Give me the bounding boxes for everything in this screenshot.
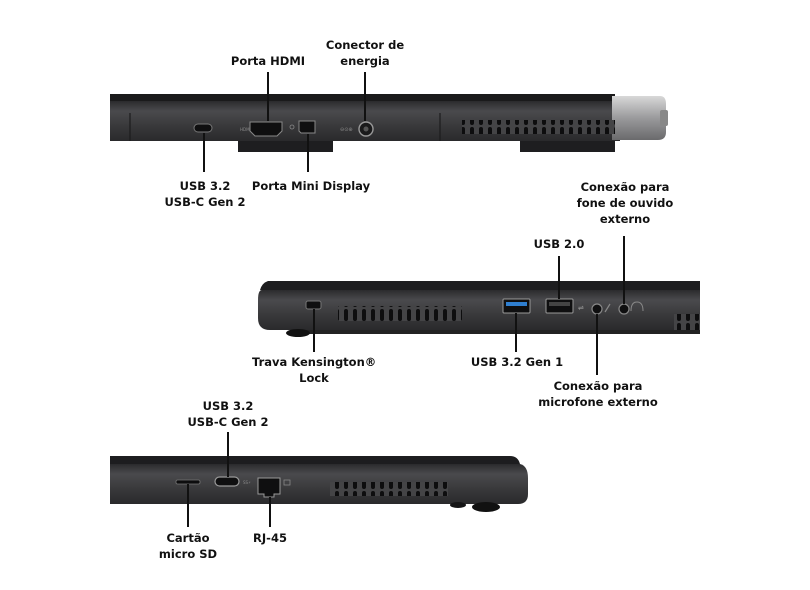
- svg-text:HDMI: HDMI: [240, 127, 251, 132]
- usbc-port: [193, 123, 213, 133]
- svg-text:SS⚡: SS⚡: [243, 480, 251, 485]
- laptop-right-side-view: ⇌: [258, 236, 700, 375]
- svg-text:⇌: ⇌: [578, 304, 584, 312]
- label-hdmi: Porta HDMI: [230, 54, 306, 68]
- rj45-port: [257, 477, 281, 498]
- label-usb20: USB 2.0: [533, 237, 585, 251]
- laptop-left-side-view: SS⚡: [110, 432, 528, 527]
- label-usb32-gen1: USB 3.2 Gen 1: [470, 355, 564, 369]
- hdmi-port: [249, 121, 283, 137]
- label-kensington: Trava Kensington®Lock: [252, 355, 377, 385]
- mic-jack: [591, 303, 603, 315]
- kensington-slot: [305, 300, 322, 310]
- micro-sd-slot: [175, 479, 201, 485]
- mini-displayport: [298, 120, 316, 134]
- usbc-side-port: [214, 476, 240, 487]
- label-mini-displayport: Porta Mini Display: [251, 179, 371, 193]
- headphone-jack: [618, 303, 630, 315]
- laptop-rear-view: HDMI ⊖⊙⊕: [110, 72, 668, 172]
- svg-text:⊖⊙⊕: ⊖⊙⊕: [340, 127, 353, 133]
- label-rj45: RJ-45: [253, 531, 287, 545]
